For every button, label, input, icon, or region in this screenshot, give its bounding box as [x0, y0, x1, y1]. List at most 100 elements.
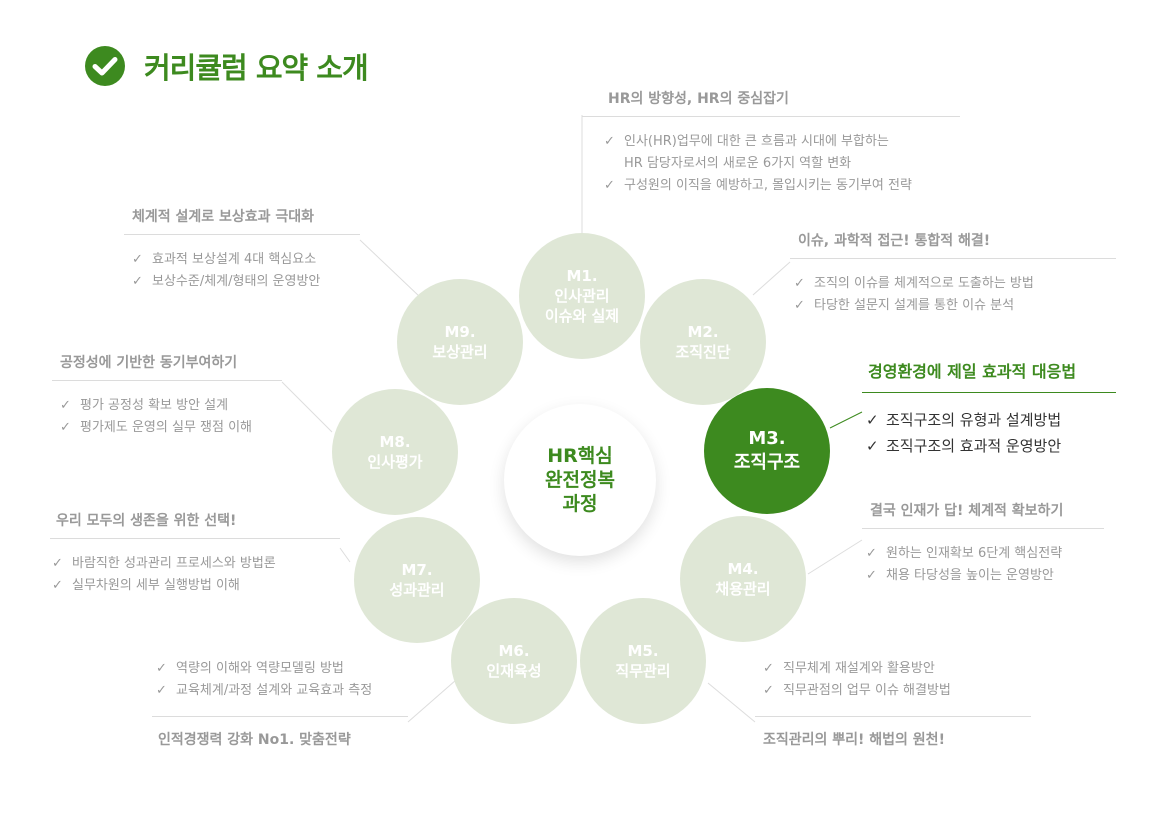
module-m6-bubble: M6. 인재육성	[451, 598, 577, 724]
desc-item: ✓보상수준/체계/형태의 운영방안	[132, 271, 360, 293]
desc-m7: 우리 모두의 생존을 위한 선택! ✓바람직한 성과관리 프로세스와 방법론 ✓…	[50, 510, 340, 597]
desc-m9: 체계적 설계로 보상효과 극대화 ✓효과적 보상설계 4대 핵심요소 ✓보상수준…	[124, 206, 360, 293]
desc-item: ✓교육체계/과정 설계와 교육효과 측정	[156, 680, 408, 702]
desc-divider	[862, 392, 1116, 393]
module-m3-bubble: M3. 조직구조	[704, 388, 830, 514]
module-m8-bubble: M8. 인사평가	[332, 389, 458, 515]
desc-divider	[862, 528, 1104, 529]
module-name-line: 성과관리	[389, 581, 445, 599]
connector-m5	[707, 682, 756, 723]
desc-heading: HR의 방향성, HR의 중심잡기	[608, 91, 789, 107]
desc-m2: 이슈, 과학적 접근! 통합적 해결! ✓조직의 이슈를 체계적으로 도출하는 …	[790, 230, 1116, 317]
check-mark-icon: ✓	[52, 556, 63, 571]
module-name-line: 인재육성	[486, 662, 542, 680]
desc-m6: ✓역량의 이해와 역량모델링 방법 ✓교육체계/과정 설계와 교육효과 측정 인…	[152, 658, 408, 749]
page-title: 커리큘럼 요약 소개	[144, 51, 369, 85]
module-code: M8.	[379, 433, 411, 451]
check-mark-icon: ✓	[156, 683, 167, 698]
module-m2-bubble: M2. 조직진단	[640, 279, 766, 405]
module-code: M2.	[687, 323, 719, 341]
desc-item: ✓구성원의 이직을 예방하고, 몰입시키는 동기부여 전략	[604, 175, 960, 197]
module-m9-bubble: M9. 보상관리	[397, 279, 523, 405]
module-code: M4.	[727, 560, 759, 578]
desc-heading: 인적경쟁력 강화 No1. 맞춤전략	[158, 732, 351, 748]
module-code: M6.	[498, 642, 530, 660]
center-line: 과정	[562, 493, 598, 515]
desc-item: ✓인사(HR)업무에 대한 큰 흐름과 시대에 부합하는	[604, 131, 960, 153]
connector-m8	[281, 381, 333, 433]
desc-m3: 경영환경에 제일 효과적 대응법 ✓조직구조의 유형과 설계방법 ✓조직구조의 …	[862, 358, 1116, 459]
desc-item: ✓채용 타당성을 높이는 운영방안	[866, 565, 1104, 587]
connector-m9	[359, 239, 421, 298]
connector-m7	[339, 547, 351, 563]
module-code: M1.	[566, 267, 598, 285]
check-mark-icon: ✓	[132, 274, 143, 289]
center-line: HR핵심	[547, 445, 613, 467]
desc-heading: 조직관리의 뿌리! 해법의 원천!	[763, 732, 945, 748]
module-name-line: 인사관리	[554, 287, 610, 305]
desc-heading: 결국 인재가 답! 체계적 확보하기	[870, 503, 1064, 519]
desc-heading: 이슈, 과학적 접근! 통합적 해결!	[798, 233, 991, 249]
module-m1-bubble: M1. 인사관리 이슈와 실제	[519, 233, 645, 359]
module-code: M9.	[444, 323, 476, 341]
desc-m8: 공정성에 기반한 동기부여하기 ✓평가 공정성 확보 방안 설계 ✓평가제도 운…	[52, 352, 282, 439]
module-code: M5.	[627, 642, 659, 660]
desc-item: ✓평가 공정성 확보 방안 설계	[60, 395, 282, 417]
desc-divider	[52, 380, 282, 381]
module-name-line: 보상관리	[432, 343, 488, 361]
connector-m6	[407, 679, 457, 723]
check-mark-icon: ✓	[794, 298, 805, 313]
module-m7-bubble: M7. 성과관리	[354, 517, 480, 643]
check-mark-icon: ✓	[132, 252, 143, 267]
center-bubble: HR핵심 완전정복 과정	[504, 404, 656, 556]
desc-item: ✓원하는 인재확보 6단계 핵심전략	[866, 543, 1104, 565]
desc-item: ✓조직의 이슈를 체계적으로 도출하는 방법	[794, 273, 1116, 295]
desc-item: ✓효과적 보상설계 4대 핵심요소	[132, 249, 360, 271]
check-circle-icon	[85, 46, 125, 86]
desc-divider	[152, 716, 408, 717]
check-mark-icon: ✓	[604, 134, 615, 149]
check-mark-icon: ✓	[60, 398, 71, 413]
module-code: M7.	[401, 561, 433, 579]
module-m4-bubble: M4. 채용관리	[680, 516, 806, 642]
connector-m4	[807, 539, 863, 575]
desc-heading: 체계적 설계로 보상효과 극대화	[132, 209, 315, 225]
desc-item: ✓조직구조의 효과적 운영방안	[866, 433, 1116, 459]
check-mark-icon: ✓	[866, 568, 877, 583]
desc-divider	[755, 716, 1031, 717]
desc-item: ✓실무차원의 세부 실행방법 이해	[52, 575, 340, 597]
desc-item: ✓바람직한 성과관리 프로세스와 방법론	[52, 553, 340, 575]
desc-m4: 결국 인재가 답! 체계적 확보하기 ✓원하는 인재확보 6단계 핵심전략 ✓채…	[862, 500, 1104, 587]
desc-item: ✓타당한 설문지 설계를 통한 이슈 분석	[794, 295, 1116, 317]
desc-divider	[790, 258, 1116, 259]
check-mark-icon: ✓	[763, 661, 774, 676]
desc-item: ✓직무관점의 업무 이슈 해결방법	[763, 680, 1031, 702]
desc-item: ✓역량의 이해와 역량모델링 방법	[156, 658, 408, 680]
module-name-line: 채용관리	[715, 580, 771, 598]
module-name-line: 조직진단	[675, 343, 731, 361]
module-name-line: 인사평가	[367, 453, 423, 471]
module-name-line: 조직구조	[733, 452, 801, 473]
connector-m3	[829, 411, 863, 429]
desc-divider	[582, 116, 960, 117]
check-mark-icon: ✓	[866, 437, 879, 455]
desc-divider	[124, 234, 360, 235]
check-mark-icon: ✓	[52, 578, 63, 593]
module-name-line: 직무관리	[615, 662, 671, 680]
check-mark-icon: ✓	[866, 411, 879, 429]
desc-heading: 경영환경에 제일 효과적 대응법	[868, 362, 1077, 381]
module-name-line: 이슈와 실제	[544, 307, 620, 325]
check-mark-icon: ✓	[794, 276, 805, 291]
module-code: M3.	[748, 428, 786, 449]
center-line: 완전정복	[545, 469, 615, 491]
check-mark-icon: ✓	[156, 661, 167, 676]
desc-item: ✓직무체계 재설계와 활용방안	[763, 658, 1031, 680]
desc-heading: 공정성에 기반한 동기부여하기	[60, 355, 238, 371]
check-mark-icon: ✓	[60, 420, 71, 435]
check-mark-icon: ✓	[763, 683, 774, 698]
title-area: 커리큘럼 요약 소개	[84, 44, 369, 88]
desc-item: ✓조직구조의 유형과 설계방법	[866, 407, 1116, 433]
module-m5-bubble: M5. 직무관리	[580, 598, 706, 724]
desc-m5: ✓직무체계 재설계와 활용방안 ✓직무관점의 업무 이슈 해결방법 조직관리의 …	[755, 658, 1031, 749]
